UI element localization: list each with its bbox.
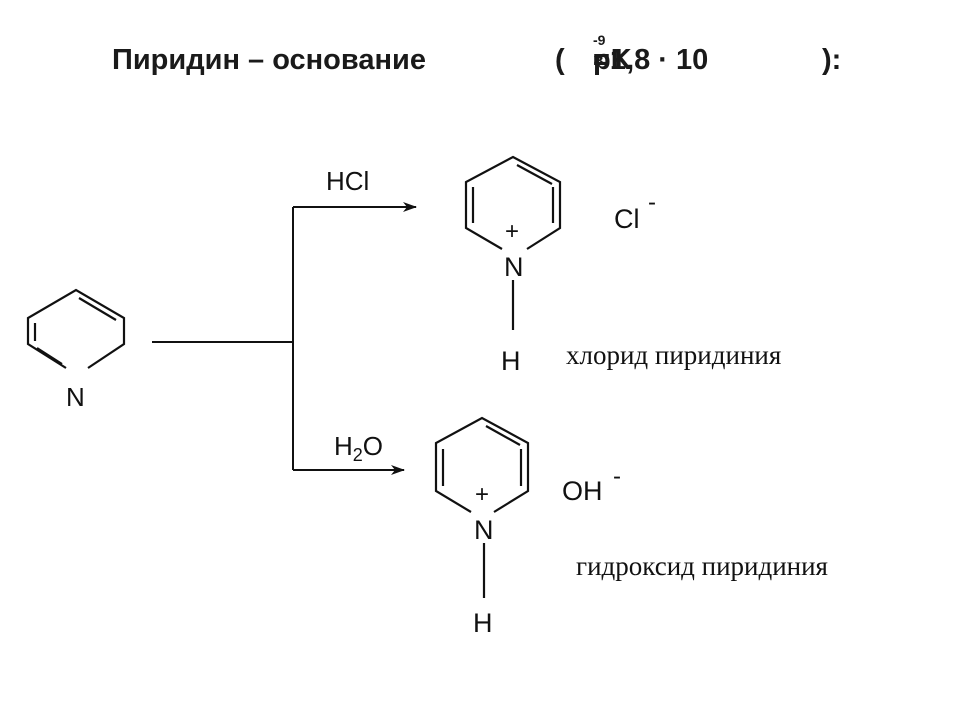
title-pk-exponent: -9 xyxy=(593,32,606,48)
pyridinium-top-double-bond-topright xyxy=(516,164,553,185)
title-pk-prefix: pK xyxy=(593,44,632,76)
pyridinium-bottom-double-bond-topright xyxy=(485,425,521,446)
hydroxide-ion-charge: - xyxy=(613,463,621,490)
pyridinium-bottom-charge: + xyxy=(475,481,489,508)
pyridinium-top-h-label: H xyxy=(501,346,521,376)
pyridinium-top-n-label: N xyxy=(504,252,524,282)
reagent-water-subscript: 2 xyxy=(353,445,363,465)
title-pk-value: =1,8 · 10 xyxy=(593,44,709,76)
pyridinium-bottom-ring-bonds xyxy=(434,416,530,513)
title-main: Пиридин – основание xyxy=(112,44,426,76)
pyridinium-top-charge: + xyxy=(505,218,519,245)
pyridinium-chloride-ring xyxy=(464,155,562,330)
pyridine-double-bond-bottom xyxy=(36,347,63,365)
pyridinium-bottom-h-label: H xyxy=(473,608,493,638)
reagent-water-o: O xyxy=(363,431,383,461)
pyridinium-hydroxide-name: гидроксид пиридиния xyxy=(576,551,828,581)
pyridinium-top-ring-bonds xyxy=(464,155,562,250)
pyridinium-chloride-name: хлорид пиридиния xyxy=(566,340,782,370)
title-pk-subscript: в xyxy=(593,50,604,69)
title-paren-open: ( xyxy=(555,44,565,76)
title-paren-close: ): xyxy=(822,44,842,76)
pyridine-double-bond-top xyxy=(78,297,117,321)
hydroxide-ion-label: OH xyxy=(562,476,603,506)
reaction-arrows xyxy=(152,202,417,475)
reagent-water-h: H xyxy=(334,431,353,461)
pyridine-molecule xyxy=(26,288,126,369)
chloride-ion-label: Cl xyxy=(614,204,640,234)
reagent-hcl: HCl xyxy=(326,166,369,196)
reagent-water: H2O xyxy=(334,431,383,465)
pyridinium-bottom-n-label: N xyxy=(474,515,494,545)
chloride-ion-charge: - xyxy=(648,189,656,216)
pyridine-n-label: N xyxy=(66,382,85,412)
pyridine-ring-bonds xyxy=(26,288,126,369)
pyridinium-hydroxide-ring xyxy=(434,416,530,598)
